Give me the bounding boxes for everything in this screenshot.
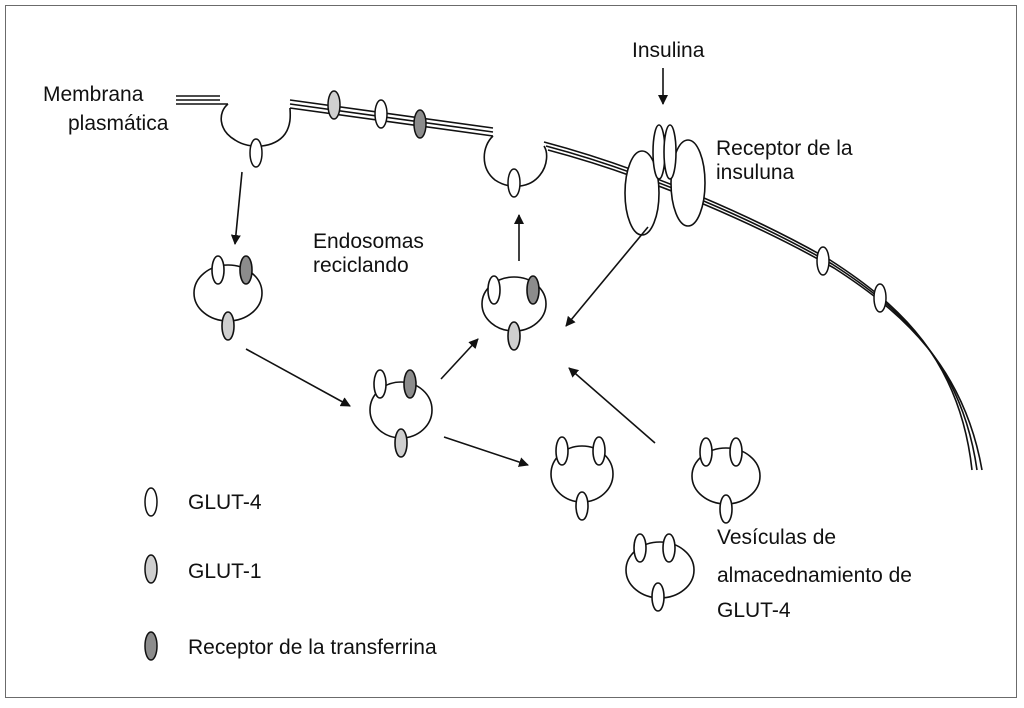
- glut4-membrane: [374, 99, 388, 129]
- arrow-to-sorting: [245, 348, 351, 407]
- arrow-endocytosis: [230, 171, 243, 245]
- legend-glut1-icon: [144, 554, 158, 584]
- plasma-membrane: [176, 95, 983, 471]
- arrow-insulin-signal: [565, 226, 649, 327]
- legend-glut4-icon: [144, 487, 158, 517]
- glut1-membrane: [327, 90, 341, 120]
- arrow-to-storage: [443, 436, 529, 467]
- legend-glut1-label: GLUT-1: [188, 560, 262, 583]
- gsv-1: [550, 436, 614, 521]
- label-endosomas-1: Endosomas: [313, 230, 424, 253]
- label-membrana: Membrana: [43, 83, 144, 106]
- transferrin-receptor-membrane: [413, 109, 427, 139]
- endosome-early: [193, 255, 263, 341]
- glut4-pit-left: [249, 138, 263, 168]
- label-insulina: Insulina: [632, 39, 705, 62]
- figure-frame: [5, 5, 1017, 698]
- legend-glut4-label: GLUT-4: [188, 491, 262, 514]
- legend-transferrin-label: Receptor de la transferrina: [188, 636, 437, 659]
- gsv-2: [691, 437, 761, 524]
- arrow-storage-to-recycling: [568, 367, 656, 444]
- glut4-membrane-right-1: [816, 246, 830, 276]
- gsv-3: [625, 533, 695, 612]
- endosome-recycling: [481, 275, 547, 351]
- glut4-pit-right: [507, 168, 521, 198]
- label-receptor-2: insuluna: [716, 161, 795, 184]
- glut4-membrane-right-2: [873, 283, 887, 313]
- endosome-sorting: [369, 369, 433, 458]
- label-vesiculas-3: GLUT-4: [717, 599, 791, 622]
- label-receptor-1: Receptor de la: [716, 137, 853, 160]
- label-vesiculas-2: almacednamiento de: [717, 564, 912, 587]
- insulin-receptor: [624, 124, 706, 236]
- label-plasmatica: plasmática: [68, 112, 169, 135]
- arrow-to-recycling: [440, 338, 479, 380]
- label-endosomas-2: reciclando: [313, 254, 409, 277]
- legend-transferrin-icon: [144, 631, 158, 661]
- label-vesiculas-1: Vesículas de: [717, 526, 837, 549]
